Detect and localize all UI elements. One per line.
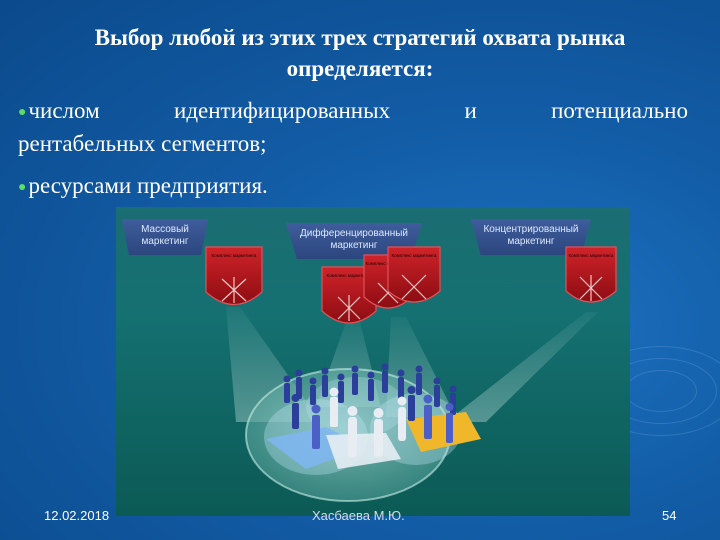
footer-page-number: 54 bbox=[662, 508, 677, 523]
shield-concentrated-marketing: Комплекс маркетинга bbox=[565, 246, 617, 303]
bullet-1-word-3: и bbox=[464, 98, 477, 123]
shield-mass-marketing: Комплекс маркетинга bbox=[205, 246, 263, 305]
shield-label: Комплекс маркетинга bbox=[569, 253, 614, 258]
market-coverage-figure: Массовый маркетинг Дифференцированный ма… bbox=[116, 207, 630, 516]
bullet-1-word-2: идентифицированных bbox=[174, 98, 391, 123]
footer-date: 12.02.2018 bbox=[44, 508, 110, 523]
bullet-1-word-1: ●числом bbox=[18, 98, 100, 123]
shield-label: Комплекс маркетинга bbox=[212, 253, 257, 258]
bullet-2: ●ресурсами предприятия. bbox=[18, 171, 268, 203]
shield-label: Комплекс маркетинга bbox=[392, 253, 437, 258]
bullet-1-word-4: потенциально bbox=[551, 98, 688, 123]
consumer-crowd bbox=[283, 363, 457, 457]
bullet-icon: ● bbox=[18, 179, 27, 195]
bullet-2-text: ресурсами предприятия. bbox=[28, 173, 268, 198]
shield-differentiated-3: Комплекс маркетинга bbox=[387, 246, 441, 303]
bullet-icon: ● bbox=[18, 104, 27, 120]
footer-author: Хасбаева М.Ю. bbox=[312, 508, 405, 523]
shield-label: Комплекс маркетинга bbox=[327, 273, 372, 278]
title-line-2: определяется: bbox=[286, 56, 434, 81]
bullet-1-line-1: ●числом идентифицированных и потенциальн… bbox=[18, 96, 688, 128]
slide-title: Выбор любой из этих трех стратегий охват… bbox=[20, 22, 700, 84]
title-line-1: Выбор любой из этих трех стратегий охват… bbox=[94, 25, 626, 50]
banner-mass-marketing: Массовый маркетинг bbox=[122, 219, 208, 255]
shield-differentiated-1: Комплекс маркетинга bbox=[321, 266, 377, 324]
light-beam bbox=[446, 312, 598, 422]
bullet-1-line-2: рентабельных сегментов; bbox=[18, 131, 267, 156]
figure-drawing: Комплекс маркетинга Комплекс маркетинга … bbox=[205, 246, 617, 502]
